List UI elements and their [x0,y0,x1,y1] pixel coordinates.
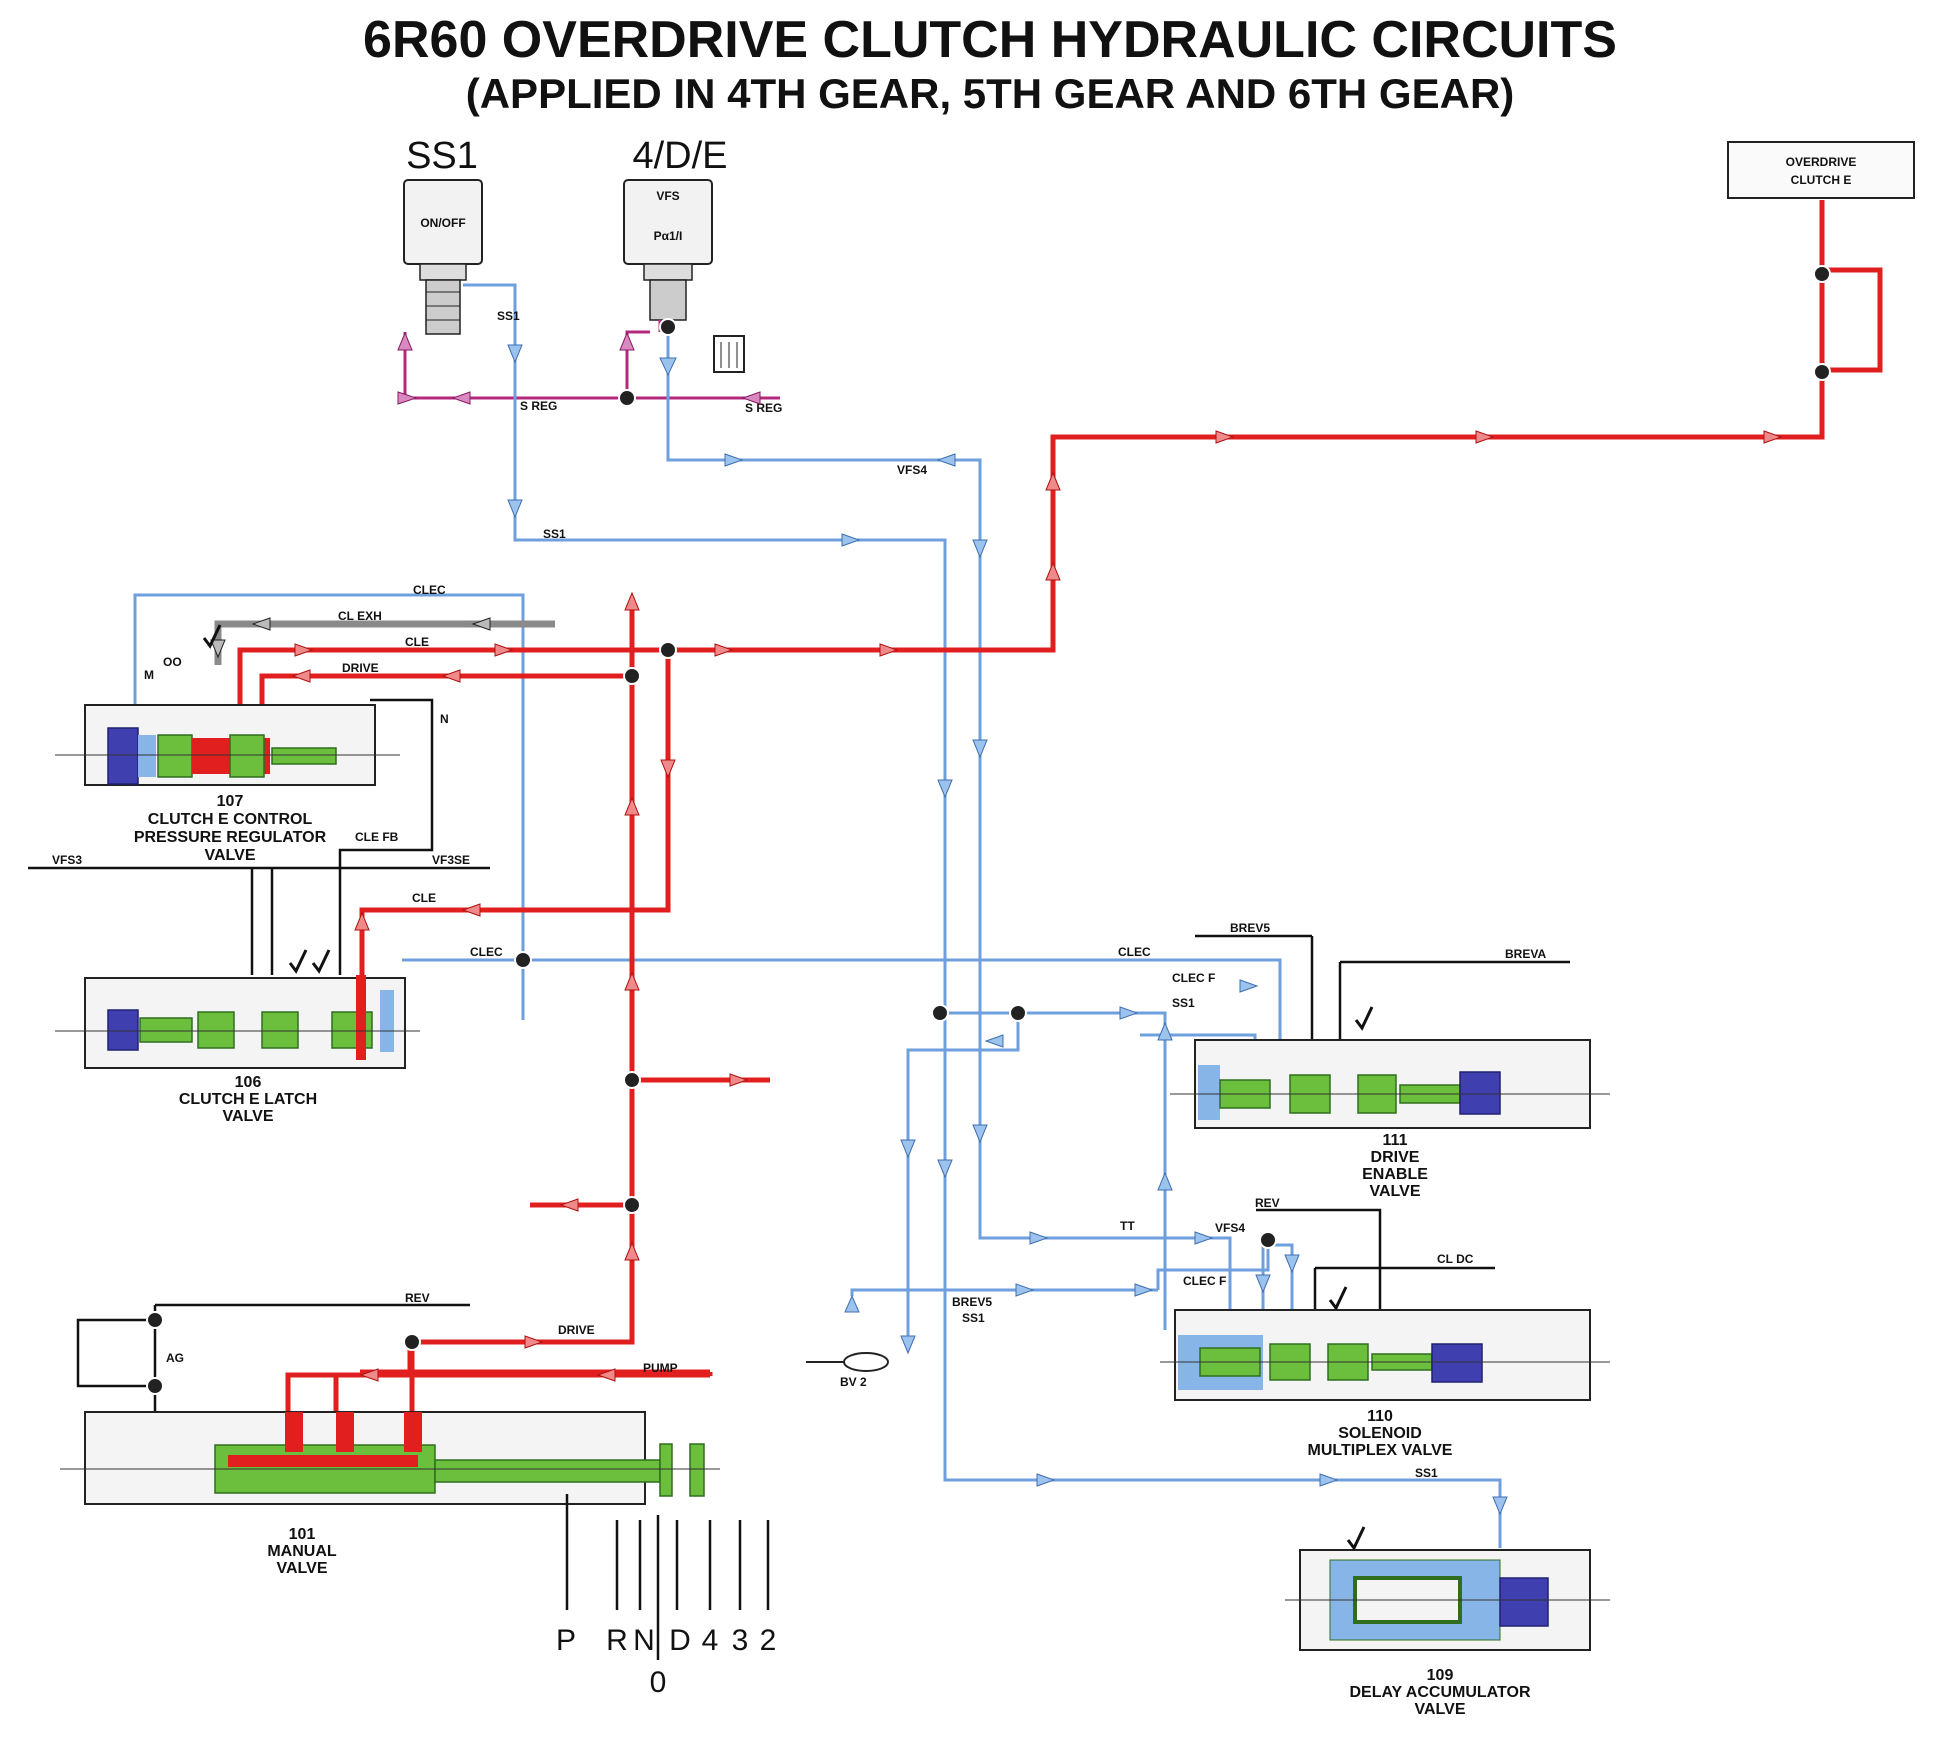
label-clec-right: CLEC [1118,945,1151,959]
gear-position-3: 3 [732,1624,749,1657]
valve-109-number: 109 [1427,1667,1454,1684]
label-tt: TT [1120,1219,1135,1233]
gear-position-4: 4 [702,1624,719,1657]
ss1-type: ON/OFF [420,216,465,230]
valve-107-name-1: CLUTCH E CONTROL [148,811,313,828]
label-cle-fb: CLE FB [355,830,399,844]
vfs-solenoid: 4/D/E VFS Pα1/I [623,135,745,373]
overdrive-clutch-e: OVERDRIVE CLUTCH E [1727,141,1915,199]
label-drive-top: DRIVE [342,661,379,675]
label-bv2: BV 2 [840,1375,867,1389]
vfs-law: Pα1/I [654,229,683,243]
label-clec-f-bottom: CLEC F [1183,1274,1226,1288]
clutch-box-line1: OVERDRIVE [1786,155,1857,169]
label-cl-exh: CL EXH [338,609,382,623]
valve-109-name-1: DELAY ACCUMULATOR [1349,1684,1530,1701]
label-ss1-lower: SS1 [962,1311,985,1325]
valve-111-drive-enable: 111 DRIVE ENABLE VALVE [1170,1039,1610,1200]
junction-nodes [146,265,1831,1395]
red-circuits [237,200,1883,1412]
label-cl-dc: CL DC [1437,1252,1474,1266]
label-m: M [144,668,154,682]
label-ss1-mid: SS1 [543,527,566,541]
gear-selector: P R N D 4 3 2 0 [556,1494,776,1699]
label-brev5: BREV5 [1230,921,1270,935]
valve-110-name-1: SOLENOID [1338,1425,1422,1442]
label-rev-left: REV [405,1291,430,1305]
valve-110-number: 110 [1367,1408,1393,1425]
label-oo: OO [163,655,182,669]
label-clec-f-top: CLEC F [1172,971,1215,985]
gear-position-d: D [669,1624,691,1657]
label-s-reg-1: S REG [520,399,557,413]
valve-109-delay-accumulator: 109 DELAY ACCUMULATOR VALVE [1285,1549,1610,1718]
label-rev-right: REV [1255,1196,1280,1210]
valve-110-name-2: MULTIPLEX VALVE [1308,1442,1453,1459]
ss1-heading: SS1 [406,135,478,177]
label-pump: PUMP [643,1361,678,1375]
label-ss1-top: SS1 [497,309,520,323]
valve-106-number: 106 [235,1074,262,1091]
label-drive-bottom: DRIVE [558,1323,595,1337]
valve-111-name-3: VALVE [1370,1183,1421,1200]
gear-center-zero: 0 [650,1666,667,1699]
valve-107-name-2: PRESSURE REGULATOR [134,829,327,846]
label-vfs3: VFS3 [52,853,82,867]
valve-107-number: 107 [217,793,244,810]
page-title: 6R60 OVERDRIVE CLUTCH HYDRAULIC CIRCUITS [363,11,1617,69]
gear-position-p: P [556,1624,576,1657]
label-vfs4-top: VFS4 [897,463,927,477]
label-clec-mid: CLEC [470,945,503,959]
label-n: N [440,712,449,726]
label-cle-mid: CLE [412,891,436,905]
valve-111-number: 111 [1383,1132,1408,1149]
label-ss1-right: SS1 [1172,996,1195,1010]
page-subtitle: (APPLIED IN 4TH GEAR, 5TH GEAR AND 6TH G… [466,70,1515,117]
label-clec-top: CLEC [413,583,446,597]
label-cle-top: CLE [405,635,429,649]
label-breva: BREVA [1505,947,1546,961]
bv2-ball-valve-icon [806,1352,889,1372]
valve-107-name-3: VALVE [205,847,256,864]
clutch-box-line2: CLUTCH E [1791,173,1852,187]
gear-position-n: N [633,1624,655,1657]
label-s-reg-2: S REG [745,401,782,415]
valve-111-name-2: ENABLE [1362,1166,1428,1183]
valve-109-name-2: VALVE [1415,1701,1466,1718]
valve-106: 106 CLUTCH E LATCH VALVE [55,975,420,1125]
valve-106-name-1: CLUTCH E LATCH [179,1091,317,1108]
black-lines [28,698,1570,1412]
ss1-solenoid: SS1 ON/OFF [403,135,483,335]
cl-exh-line [214,620,555,665]
valve-106-name-2: VALVE [223,1108,274,1125]
valve-107: 107 CLUTCH E CONTROL PRESSURE REGULATOR … [55,704,400,864]
label-brev5-lower: BREV5 [952,1295,992,1309]
valve-101-name-1: MANUAL [267,1543,337,1560]
vfs-heading: 4/D/E [632,135,727,177]
flow-arrows [210,331,1783,1516]
valve-111-name-1: DRIVE [1371,1149,1420,1166]
label-vfs4-bottom: VFS4 [1215,1221,1245,1235]
label-ss1-bottom: SS1 [1415,1466,1438,1480]
gear-position-r: R [606,1624,628,1657]
valve-101-name-2: VALVE [277,1560,328,1577]
circuit-labels: SS1 S REG S REG VFS4 SS1 CLEC CL EXH CLE… [52,309,1546,1480]
check-marks [202,624,1374,1551]
valve-101-number: 101 [289,1526,316,1543]
label-ag: AG [166,1351,184,1365]
valve-110-solenoid-multiplex: 110 SOLENOID MULTIPLEX VALVE [1160,1309,1610,1459]
gear-position-2: 2 [760,1624,777,1657]
vfs-type: VFS [656,189,679,203]
valve-101-manual: 101 MANUAL VALVE [60,1411,720,1577]
label-vf3se: VF3SE [432,853,470,867]
